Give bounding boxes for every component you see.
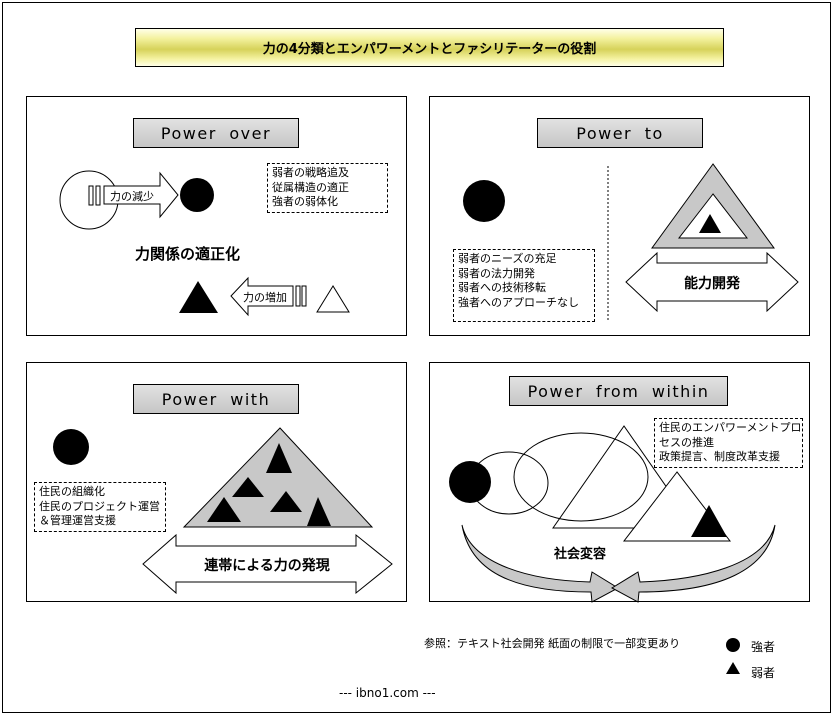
power-with-title: Power with [133,384,299,414]
solidarity-pyramid [182,427,374,528]
note-line: 弱者への技術移転 [458,281,546,294]
note-line: 弱者の戦略追及 [272,166,349,179]
power-with-notes: 住民の組織化 住民のプロジェクト運営 ＆管理運営支援 [34,482,166,532]
power-to-title: Power to [537,118,703,148]
note-line: 住民のエンパワーメントプロ [659,421,802,434]
power-balance-label: 力関係の適正化 [135,245,241,263]
note-line: 強者へのアプローチなし [458,295,579,309]
power-from-within-title: Power from within [509,376,728,406]
note-line: 住民のプロジェクト運営 [39,499,160,513]
legend-strong-label: 強者 [751,640,776,654]
power-over-title: Power over [133,118,299,148]
note-line: 政策提言、制度改革支援 [659,450,780,463]
community-ellipse [513,432,649,522]
solidarity-arrow-label: 連帯による力の発現 [204,557,330,574]
arrow-tail-bar [88,185,94,206]
strong-circle-icon [463,180,505,222]
transformation-arc-right [610,524,776,603]
strong-circle-icon [53,429,89,465]
arrow-tail-bar [95,185,101,206]
legend-weak-label: 弱者 [751,666,776,680]
capacity-triangle-inner [677,193,749,239]
note-line: 強者の弱体化 [272,195,338,208]
capacity-arrow-label: 能力開発 [684,275,741,292]
strong-circle-icon [180,178,214,212]
power-from-within-notes: 住民のエンパワーメントプロ セスの推進 政策提言、制度改革支援 [654,418,803,468]
increase-arrow-icon [230,276,294,317]
decrease-arrow-icon [103,171,179,219]
power-over-notes: 弱者の戦略追及 従属構造の適正 強者の弱体化 [267,163,388,213]
weak-triangle-icon [270,491,302,512]
note-line: 従属構造の適正 [272,180,349,194]
weak-triangle-icon [307,497,331,526]
decrease-arrow-label: 力の減少 [110,190,154,203]
arrow-tail-bar [301,285,307,307]
weak-triangle-icon [232,477,264,497]
capacity-double-arrow [625,251,799,313]
weak-triangle-icon [207,497,241,522]
transformation-arc-left [461,524,620,603]
note-line: ＆管理運営支援 [39,514,116,527]
footer-credit: --- ibno1.com --- [339,686,436,700]
empowerment-triangle-large [552,425,696,529]
arrow-tail-bar [295,285,301,307]
note-line: 弱者のニーズの充足 [458,252,557,265]
social-transformation-label: 社会変容 [553,546,606,562]
note-line: 住民の組織化 [39,485,105,498]
solidarity-double-arrow [142,533,393,595]
legend-weak-icon [726,662,740,674]
legend-strong-icon [726,638,740,652]
weak-triangle-icon [316,285,350,313]
weak-triangle-icon [699,214,721,233]
weak-triangle-icon [691,505,727,537]
weak-triangle-icon [266,443,292,473]
page-title: 力の4分類とエンパワーメントとファシリテーターの役割 [135,28,724,67]
note-line: 弱者の法力開発 [458,266,535,280]
note-line: セスの推進 [659,435,714,449]
power-to-notes: 弱者のニーズの充足 弱者の法力開発 弱者への技術移転 強者へのアプローチなし [453,249,595,322]
strong-triangle-icon [179,281,218,313]
increase-arrow-label: 力の増加 [243,291,287,304]
strong-circle-icon [449,461,491,503]
reference-note: 参照：テキスト社会開発 紙面の制限で一部変更あり [424,637,681,650]
